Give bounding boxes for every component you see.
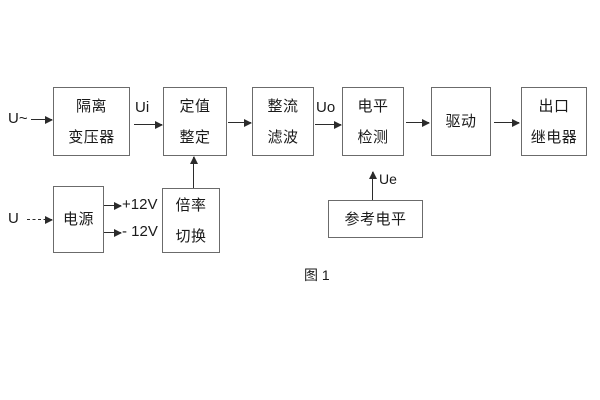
block-setpoint-adjust-line1: 定值 bbox=[179, 97, 211, 115]
arrow-rail-negative bbox=[104, 228, 122, 237]
arrow-multiplier-switch-to-setpoint bbox=[189, 156, 198, 188]
block-drive: 驱动 bbox=[431, 87, 491, 156]
block-output-relay: 出口 继电器 bbox=[521, 87, 587, 156]
block-rectify-filter: 整流 滤波 bbox=[252, 87, 314, 156]
signal-uo-label: Uo bbox=[316, 99, 336, 116]
block-rectify-filter-line2: 滤波 bbox=[267, 128, 299, 146]
block-level-detection: 电平 检测 bbox=[342, 87, 404, 156]
block-output-relay-line1: 出口 bbox=[538, 97, 570, 115]
block-multiplier-switch: 倍率 切换 bbox=[162, 188, 220, 253]
arrow-drive-to-output-relay bbox=[494, 118, 520, 127]
block-level-detection-line1: 电平 bbox=[357, 97, 389, 115]
block-isolation-transformer: 隔离 变压器 bbox=[53, 87, 130, 156]
rail-negative-label: - 12V bbox=[122, 223, 158, 240]
block-setpoint-adjust-line2: 整定 bbox=[179, 128, 211, 146]
input-ac-label: U~ bbox=[8, 110, 28, 127]
block-drive-line1: 驱动 bbox=[445, 113, 477, 130]
arrow-input-dc-to-power-supply bbox=[27, 216, 53, 224]
arrow-input-ac-to-isolation-transformer bbox=[31, 115, 53, 124]
arrow-rail-positive bbox=[104, 201, 122, 210]
block-setpoint-adjust: 定值 整定 bbox=[163, 87, 227, 156]
block-output-relay-line2: 继电器 bbox=[530, 128, 578, 146]
block-reference-level-line1: 参考电平 bbox=[344, 210, 407, 228]
rail-positive-label: +12V bbox=[122, 196, 158, 213]
arrow-rectify-filter-to-level-detection bbox=[315, 120, 342, 129]
block-reference-level: 参考电平 bbox=[328, 200, 423, 238]
signal-ue-label: Ue bbox=[379, 171, 397, 187]
arrow-reference-level-to-level-detection bbox=[368, 171, 377, 200]
arrow-setpoint-to-rectify-filter bbox=[228, 118, 252, 127]
arrow-level-detection-to-drive bbox=[406, 118, 430, 127]
figure-caption: 图 1 bbox=[304, 267, 330, 283]
block-multiplier-switch-line2: 切换 bbox=[175, 227, 207, 245]
block-isolation-transformer-line2: 变压器 bbox=[68, 128, 115, 146]
block-power-supply-line1: 电源 bbox=[62, 211, 94, 228]
arrow-isolation-transformer-to-setpoint bbox=[134, 120, 163, 129]
block-power-supply: 电源 bbox=[53, 186, 104, 253]
block-rectify-filter-line1: 整流 bbox=[267, 97, 299, 115]
block-level-detection-line2: 检测 bbox=[357, 128, 389, 146]
input-dc-label: U bbox=[8, 210, 19, 227]
block-multiplier-switch-line1: 倍率 bbox=[175, 196, 207, 214]
block-isolation-transformer-line1: 隔离 bbox=[75, 97, 107, 115]
signal-ui-label: Ui bbox=[135, 99, 150, 116]
